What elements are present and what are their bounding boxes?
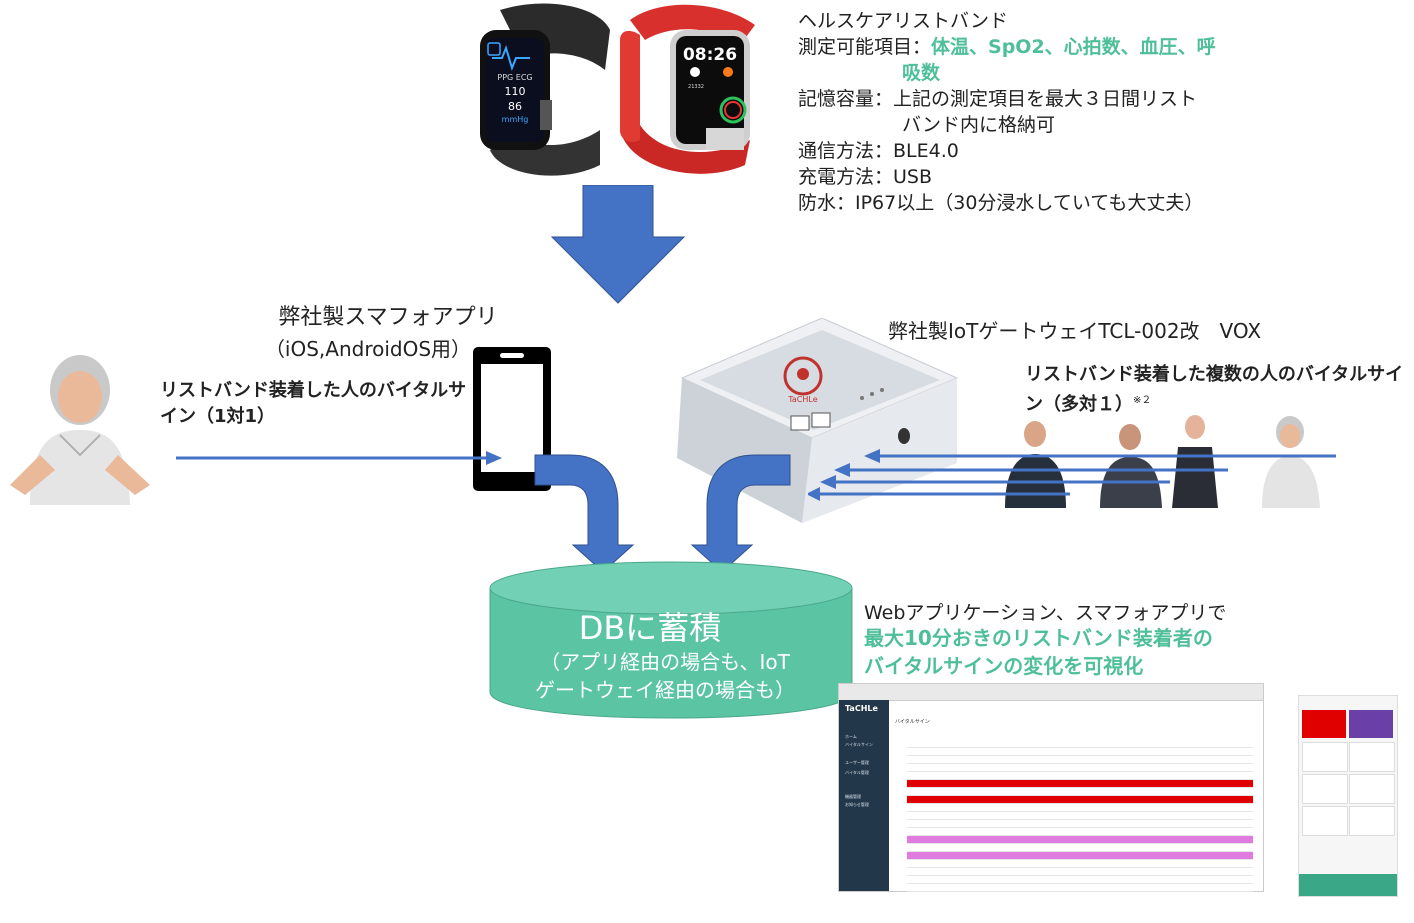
- water-line: 防水：IP67以上（30分浸水していても大丈夫）: [798, 192, 1204, 214]
- black-wristband: PPG ECG 110 86 mmHg: [480, 3, 610, 176]
- db-sub-line-2: ゲートウェイ経由の場合も）: [535, 678, 795, 702]
- visualization-highlight: 最大10分おきのリストバンド装着者の バイタルサインの変化を可視化: [864, 624, 1213, 680]
- webapp-nav-devices: 機器管理: [845, 794, 861, 799]
- memory-line-1: 記憶容量：上記の測定項目を最大３日間リスト: [798, 88, 1198, 110]
- device1-line-2: 110: [505, 85, 526, 98]
- table-row: [907, 868, 1253, 876]
- elderly-woman-image: [10, 355, 150, 505]
- phone-card-purple: [1349, 710, 1393, 738]
- phone-card-red: [1302, 710, 1346, 738]
- webapp-nav-vital: バイタルサイン: [845, 742, 873, 747]
- measure-items: 体温、SpO2、心拍数、血圧、呼: [931, 36, 1216, 58]
- visualization-line-3: バイタルサインの変化を可視化: [864, 654, 1144, 678]
- phone-card: [1302, 742, 1348, 772]
- table-row: [907, 740, 1253, 748]
- table-row: [907, 852, 1253, 860]
- table-row: [907, 836, 1253, 844]
- device1-line-4: mmHg: [502, 115, 529, 124]
- webapp-page-title: バイタルサイン: [895, 719, 930, 725]
- table-row: [907, 804, 1253, 812]
- phone-card: [1302, 806, 1348, 836]
- multi-vital-text: リストバンド装着した複数の人のバイタルサイン（多対１）: [1025, 364, 1404, 415]
- single-vital-label: リストバンド装着した人のバイタルサイン（1対1）: [160, 380, 467, 427]
- table-row: [907, 876, 1253, 884]
- phone-to-db-arrow: [534, 454, 635, 573]
- table-row: [907, 772, 1253, 780]
- single-input-arrow: [176, 451, 502, 465]
- visualization-line-2: 最大10分おきのリストバンド装着者の: [864, 626, 1213, 650]
- webapp-nav-users: ユーザー管理: [845, 760, 869, 765]
- memory-line-2: バンド内に格納可: [902, 114, 1055, 136]
- visualization-line-1: Webアプリケーション、スマフォアプリで: [864, 602, 1227, 624]
- phone-card: [1302, 774, 1348, 804]
- table-row: [907, 820, 1253, 828]
- webapp-nav-vital-mgmt: バイタル管理: [845, 770, 869, 775]
- table-row: [907, 844, 1253, 852]
- device1-line-1: PPG ECG: [497, 73, 532, 82]
- table-row: [907, 788, 1253, 796]
- gateway-to-db-arrow: [690, 454, 791, 573]
- table-row: [907, 796, 1253, 804]
- gateway-logo-text: TaCHLe: [787, 395, 817, 404]
- db-main-label: DBに蓄積: [578, 609, 722, 647]
- webapp-brand: TaCHLe: [845, 704, 878, 713]
- red-wristband: 08:26 21332: [620, 4, 755, 174]
- db-sub-line-1: （アプリ経由の場合も、IoT: [540, 650, 790, 674]
- table-row: [907, 748, 1253, 756]
- browser-chrome: [839, 684, 1263, 701]
- table-row: [907, 860, 1253, 868]
- measure-row: 測定可能項目：体温、SpO2、心拍数、血圧、呼: [798, 34, 1216, 60]
- database-cylinder: [489, 561, 853, 719]
- table-row: [907, 780, 1253, 788]
- table-row: [907, 884, 1253, 892]
- table-row: [907, 756, 1253, 764]
- db-sub-label: （アプリ経由の場合も、IoT ゲートウェイ経由の場合も）: [500, 648, 830, 704]
- webapp-table: [907, 740, 1253, 892]
- multi-vital-label: リストバンド装着した複数の人のバイタルサイン（多対１）※２: [1025, 362, 1405, 418]
- webapp-nav-notices: お知らせ管理: [845, 802, 869, 807]
- phoneapp-screenshot: [1298, 695, 1398, 897]
- measure-items-cont: 吸数: [902, 62, 941, 84]
- webapp-sidebar: [839, 700, 889, 891]
- device1-line-3: 86: [508, 100, 522, 113]
- charge-line: 充電方法：USB: [798, 166, 933, 188]
- webapp-nav-home: ホーム: [845, 734, 857, 739]
- note-mark: ※２: [1133, 395, 1152, 406]
- device2-time: 08:26: [683, 45, 737, 65]
- gateway-title: 弊社製IoTゲートウェイTCL-002改 VOX: [888, 319, 1262, 343]
- phone-card: [1349, 806, 1395, 836]
- wristband-title: ヘルスケアリストバンド: [798, 10, 1008, 32]
- table-row: [907, 828, 1253, 836]
- wristband-images: PPG ECG 110 86 mmHg 08:26 21332: [480, 3, 755, 176]
- person-4: [1262, 416, 1320, 508]
- smartphone-app-title: 弊社製スマフォアプリ: [278, 305, 498, 330]
- smartphone-app-subtitle: （iOS,AndroidOS用）: [264, 337, 472, 361]
- measure-label: 測定可能項目：: [798, 36, 932, 58]
- table-row: [907, 812, 1253, 820]
- webapp-screenshot: TaCHLe ホーム バイタルサイン ユーザー管理 バイタル管理 機器管理 お知…: [838, 683, 1264, 892]
- person-3: [1172, 415, 1218, 508]
- comm-line: 通信方法：BLE4.0: [798, 140, 959, 162]
- multi-input-arrows: [808, 449, 1336, 501]
- table-row: [907, 764, 1253, 772]
- wristband-spec: ヘルスケアリストバンド 測定可能項目：体温、SpO2、心拍数、血圧、呼 吸数 記…: [798, 8, 1216, 216]
- phone-card: [1349, 742, 1395, 772]
- down-arrow: [550, 185, 686, 304]
- phone-card: [1349, 774, 1395, 804]
- device2-small: 21332: [688, 84, 704, 90]
- webapp-content: バイタルサイン: [895, 718, 1257, 892]
- phone-tabbar: [1299, 874, 1397, 896]
